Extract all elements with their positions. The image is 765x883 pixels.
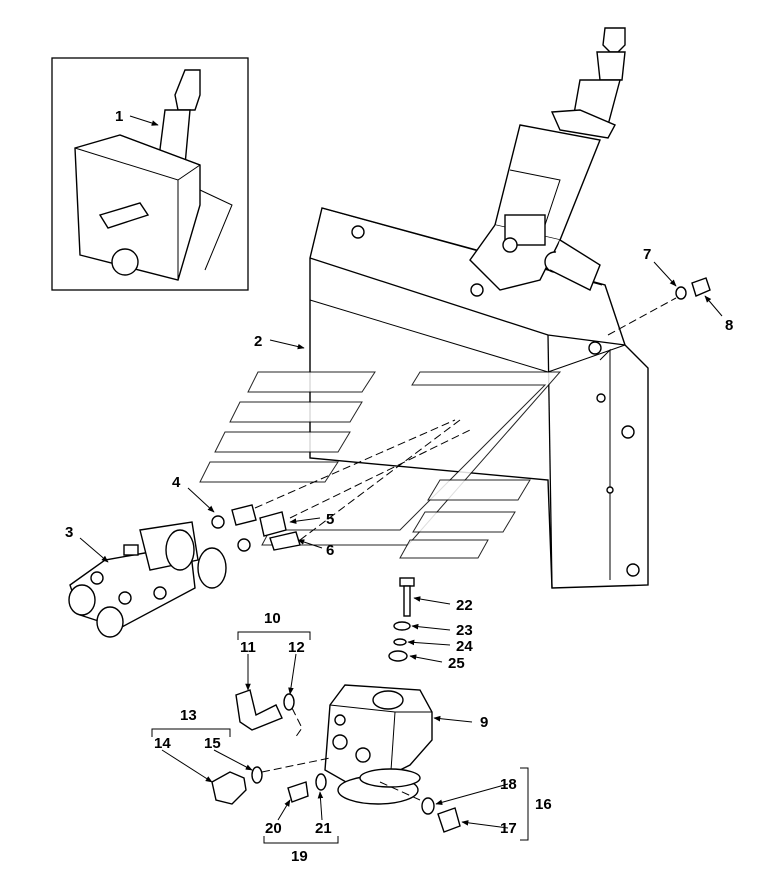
callout-13: 13: [180, 707, 197, 724]
callout-9: 9: [480, 714, 488, 731]
callout-14: 14: [154, 735, 171, 752]
callout-25: 25: [448, 655, 465, 672]
callout-21: 21: [315, 820, 332, 837]
panel-assembly: [309, 207, 649, 589]
callout-23: 23: [456, 622, 473, 639]
valve-body-3: [68, 521, 227, 638]
callout-16: 16: [535, 796, 552, 813]
steering-column: [469, 27, 626, 291]
callout-8: 8: [725, 317, 733, 334]
callout-2: 2: [254, 333, 262, 350]
callout-7: 7: [643, 246, 651, 263]
callout-1: 1: [115, 108, 123, 125]
callout-20: 20: [265, 820, 282, 837]
callout-15: 15: [204, 735, 221, 752]
callout-5: 5: [326, 511, 334, 528]
callout-3: 3: [65, 524, 73, 541]
callout-17: 17: [500, 820, 517, 837]
callout-18: 18: [500, 776, 517, 793]
callout-4: 4: [172, 474, 181, 491]
callout-11: 11: [240, 639, 256, 656]
callout-10: 10: [264, 610, 281, 627]
callout-19: 19: [291, 848, 308, 865]
bolt-washer-7-8: [607, 277, 711, 336]
callout-22: 22: [456, 597, 473, 614]
leader-lines: [79, 115, 723, 829]
callout-24: 24: [456, 638, 473, 655]
callout-12: 12: [288, 639, 305, 656]
callout-6: 6: [326, 542, 334, 559]
logo-watermark-icon: [199, 371, 562, 559]
inset-overview: [51, 57, 249, 291]
bolt-stack-22-25: [388, 577, 415, 662]
hydraulic-fittings: [211, 689, 461, 833]
fittings-4-5-6: [211, 419, 471, 552]
steering-unit-9: [324, 684, 433, 805]
group-brackets: [151, 631, 529, 844]
